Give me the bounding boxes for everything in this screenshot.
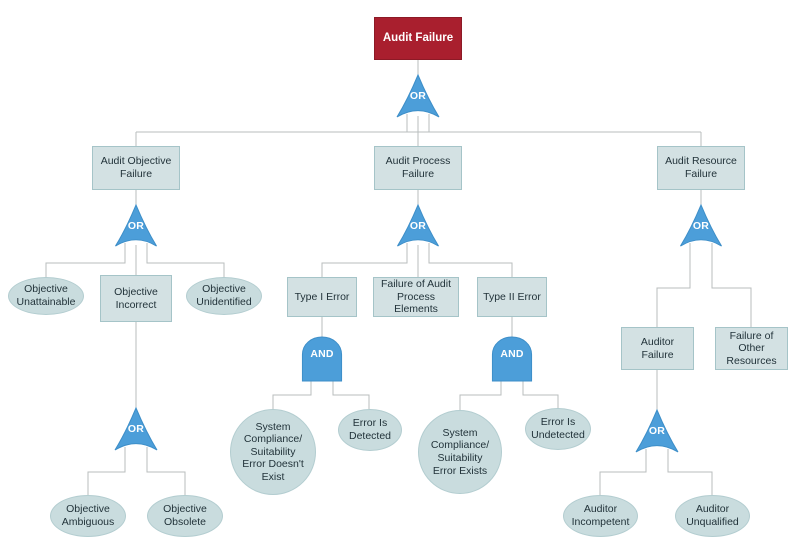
gate-label: OR [127,423,145,435]
or-gate-icon [397,204,439,247]
node-auditor-unqualified: Auditor Unqualified [675,495,750,537]
node-objective-unattainable: Objective Unattainable [8,277,84,315]
or-gate-top: OR [396,74,440,119]
node-audit-objective-failure: Audit Objective Failure [92,146,180,190]
node-objective-ambiguous: Objective Ambiguous [50,495,126,537]
node-objective-unidentified: Objective Unidentified [186,277,262,315]
gate-label: AND [500,348,524,360]
gate-label: OR [127,220,145,232]
connector [272,381,312,409]
node-failure-of-other-resources: Failure of Other Resources [715,327,788,370]
node-label: System Compliance/ Suitability Error Exi… [430,426,490,477]
and-gate-type2: AND [491,336,533,382]
node-label: System Compliance/ Suitability Error Doe… [242,420,304,483]
node-label: Type I Error [294,290,350,303]
node-label: Objective Obsolete [163,503,207,528]
or-gate-auditor: OR [635,409,679,454]
or-gate-icon [396,74,440,118]
or-gate-icon [635,409,679,453]
or-gate-objective: OR [114,204,158,248]
node-system-error-exists: System Compliance/ Suitability Error Exi… [418,410,502,494]
node-objective-incorrect: Objective Incorrect [100,275,172,322]
node-type-i-error: Type I Error [287,277,357,317]
node-label: Error Is Detected [348,417,392,442]
connector [599,449,647,495]
node-label: Failure of Other Resources [726,329,777,367]
node-auditor-failure: Auditor Failure [621,327,694,370]
node-label: Error Is Undetected [531,416,585,441]
connector-group [45,60,752,495]
node-label: Type II Error [483,290,541,303]
node-system-error-doesnt-exist: System Compliance/ Suitability Error Doe… [230,409,316,495]
node-label: Objective Incorrect [114,285,158,311]
node-audit-resource-failure: Audit Resource Failure [657,146,745,190]
node-label: Audit Failure [382,31,454,44]
node-audit-failure: Audit Failure [374,17,462,60]
node-label: Audit Resource Failure [665,155,737,180]
gate-label: OR [692,220,710,232]
connector [428,243,513,277]
gate-label: AND [310,348,334,360]
node-label: Auditor Incompetent [571,503,630,528]
or-gate-icon [114,407,158,451]
connector [321,243,408,277]
node-label: Objective Unattainable [16,283,76,308]
node-failure-of-audit-process-elements: Failure of Audit Process Elements [373,277,459,317]
node-error-is-undetected: Error Is Undetected [525,408,591,450]
gate-label: OR [409,220,427,232]
gate-label: OR [409,90,427,102]
connector [146,243,225,278]
node-error-is-detected: Error Is Detected [338,409,402,451]
connector [667,449,713,495]
or-gate-process: OR [396,204,440,248]
node-auditor-incompetent: Auditor Incompetent [563,495,638,537]
node-audit-process-failure: Audit Process Failure [374,146,462,190]
connector [711,243,752,327]
and-gate-type1: AND [301,336,343,382]
node-label: Audit Objective Failure [100,155,172,180]
node-label: Auditor Failure [640,335,675,361]
node-objective-obsolete: Objective Obsolete [147,495,223,537]
or-gate-icon [115,204,157,247]
connector [87,447,126,495]
connector [656,243,691,327]
and-gate-icon [491,336,533,382]
connector [45,243,126,278]
node-type-ii-error: Type II Error [477,277,547,317]
gate-label: OR [648,425,666,437]
or-gate-incorrect: OR [114,407,158,452]
node-label: Auditor Unqualified [686,503,739,528]
or-gate-icon [680,204,722,247]
connector [332,381,370,409]
or-gate-resource: OR [679,204,723,248]
connector [459,381,502,410]
and-gate-icon [301,336,343,382]
node-label: Objective Ambiguous [61,503,115,528]
connector [522,381,559,408]
node-label: Failure of Audit Process Elements [380,278,452,316]
connector [146,447,186,495]
node-label: Audit Process Failure [385,155,451,180]
node-label: Objective Unidentified [196,283,252,308]
